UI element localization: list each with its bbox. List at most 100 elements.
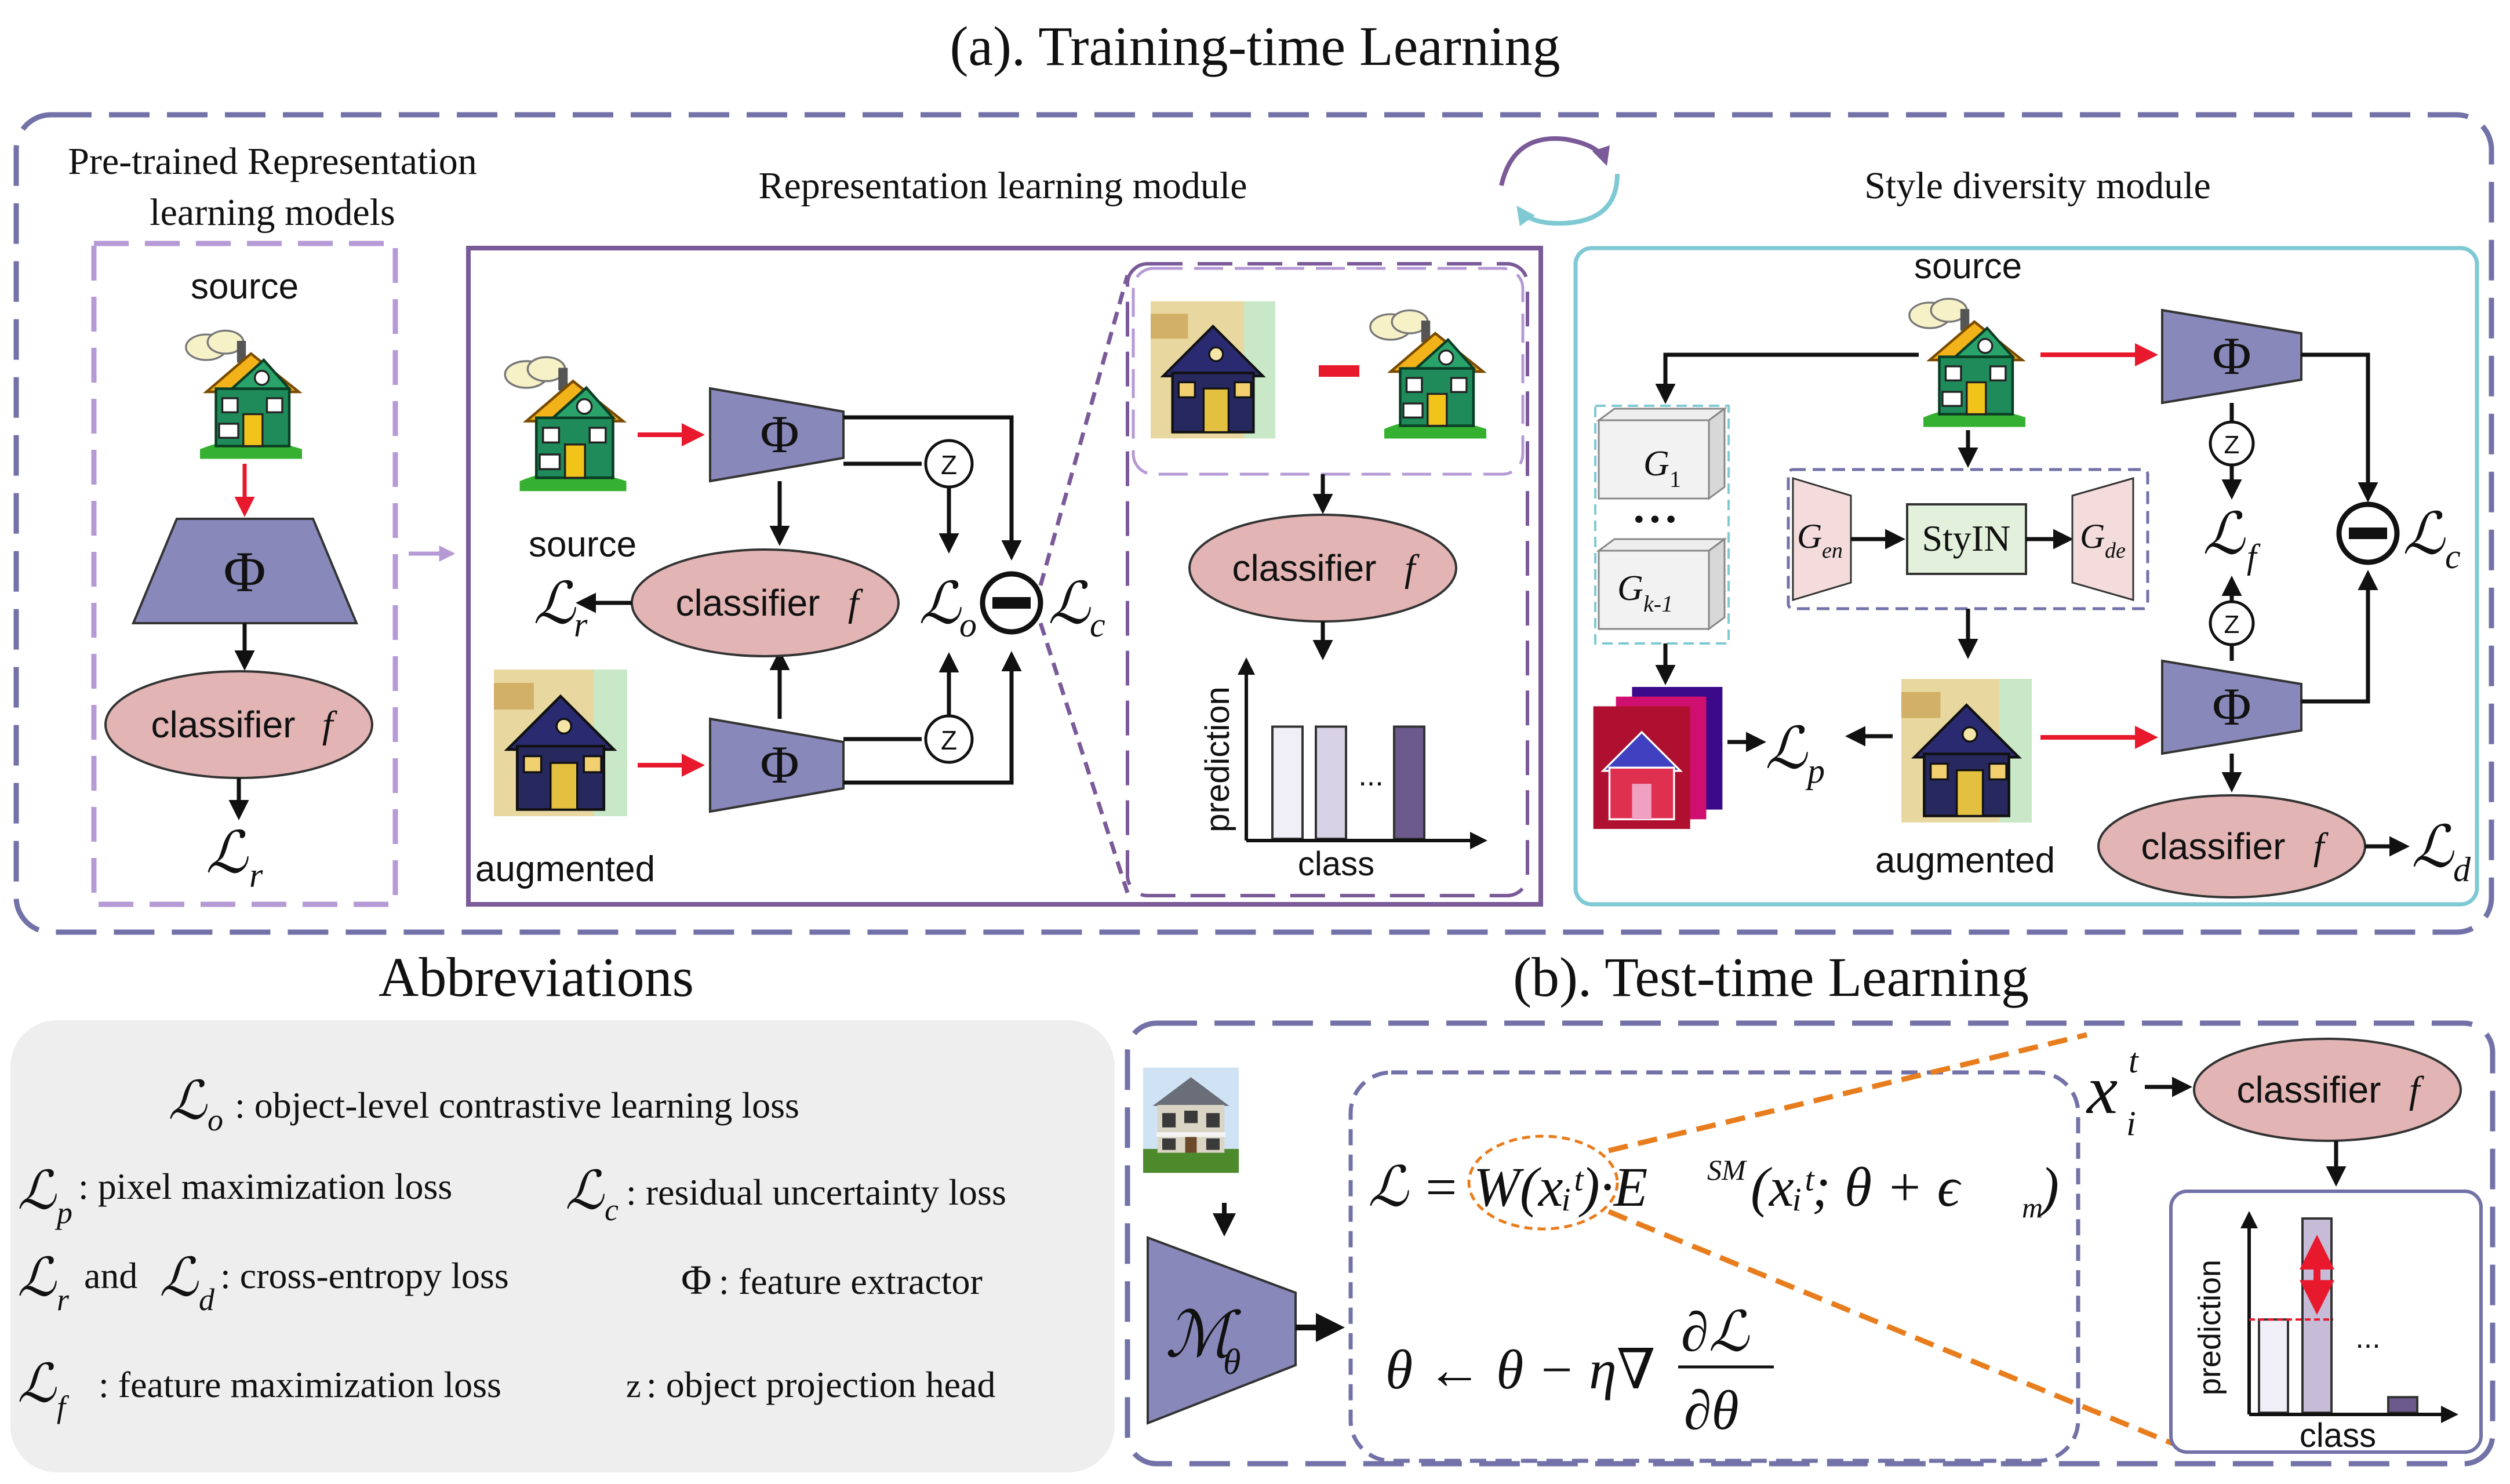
style-z-top-label: Z: [2224, 431, 2240, 459]
style-phi-bottom: [2161, 659, 2302, 755]
training-container: [13, 112, 2494, 935]
svg-text:G: G: [1617, 569, 1643, 608]
svg-text:ℒ: ℒ: [1765, 716, 1808, 781]
rep-line-bottom-to-minus: [843, 651, 1022, 785]
style-stack-image: [1592, 687, 1724, 829]
svg-text:1: 1: [1669, 466, 1681, 492]
svg-text:and: and: [84, 1255, 137, 1296]
rep-phi-bottom-label: Φ: [760, 735, 799, 794]
style-loss-c: ℒ c: [2403, 502, 2461, 576]
zoom-line-bottom: [1038, 622, 1130, 894]
svg-text:: pixel maximization loss: : pixel maximization loss: [78, 1166, 452, 1207]
style-augmented-image: [1901, 679, 2032, 823]
style-box: [1573, 246, 2479, 907]
style-phi-top-label: Φ: [2212, 326, 2251, 385]
svg-text:Φ: Φ: [681, 1257, 712, 1303]
svg-text:p: p: [54, 1195, 72, 1230]
test-chart-dots: ...: [2355, 1321, 2380, 1355]
train-chart-xlabel: class: [1298, 845, 1374, 883]
generator-gk: G k-1: [1596, 537, 1727, 631]
training-prediction-chart: prediction class ...: [1199, 657, 1487, 883]
style-phi-bottom-label: Φ: [2212, 677, 2251, 736]
test-chart-ylabel: prediction: [2192, 1260, 2227, 1395]
rep-phi-top-label: Φ: [760, 405, 799, 464]
rep-loss-c: ℒ c: [1048, 572, 1105, 644]
svg-text:i: i: [2126, 1104, 2136, 1143]
svg-text:z: z: [626, 1367, 641, 1405]
rep-loss-o: ℒ o: [919, 572, 977, 644]
svg-text:ℒ: ℒ: [1048, 572, 1091, 636]
style-heading: Style diversity module: [1864, 165, 2211, 207]
svg-text:: object-level contrastive lea: : object-level contrastive learning loss: [235, 1085, 799, 1126]
abbrev-lp: ℒ p : pixel maximization loss: [17, 1161, 452, 1230]
test-x-input: x t i: [2086, 1042, 2139, 1143]
svg-text:r: r: [249, 856, 263, 894]
representation-heading: Representation learning module: [758, 165, 1247, 207]
svg-text:ℒ: ℒ: [533, 572, 576, 636]
svg-text:o: o: [208, 1103, 223, 1137]
testtime-title: (b). Test-time Learning: [1513, 946, 2029, 1008]
svg-text:c: c: [1090, 606, 1105, 644]
styin-label: StyIN: [1922, 518, 2011, 559]
style-line-bottom-to-minus: [2301, 570, 2378, 704]
svg-text:m: m: [2022, 1191, 2043, 1224]
zoom-line-top: [1038, 275, 1130, 586]
svg-text:k-1: k-1: [1643, 591, 1673, 617]
train-chart-bar-3: [1393, 725, 1425, 840]
abbreviations-title: Abbreviations: [379, 946, 694, 1008]
svg-text:: feature maximization loss: : feature maximization loss: [99, 1364, 501, 1405]
train-chart-bar-1: [1271, 725, 1304, 840]
svg-text:ℒ: ℒ: [17, 1161, 57, 1220]
train-chart-dots: ...: [1358, 759, 1383, 792]
svg-text:∂θ: ∂θ: [1684, 1379, 1739, 1441]
zoom-classifier-label: classifier: [1232, 547, 1377, 589]
styin-block: [1906, 503, 2027, 575]
svg-text:ℒ: ℒ: [159, 1248, 199, 1307]
svg-text:: object projection head: : object projection head: [646, 1364, 995, 1405]
svg-text:f: f: [2247, 537, 2261, 576]
cycle-arrow-teal: [1516, 173, 1620, 227]
rep-line-top-to-minus: [843, 415, 1022, 561]
svg-text:ℒ: ℒ: [17, 1248, 57, 1307]
svg-text:de: de: [2105, 539, 2126, 563]
style-source-image: [1909, 299, 2025, 427]
pretrained-phi-extractor: [132, 518, 358, 624]
svg-text:ℒ: ℒ: [565, 1161, 605, 1220]
svg-text:ℒ: ℒ: [168, 1071, 208, 1130]
rep-loss-r: ℒ r: [533, 572, 588, 644]
svg-text:: feature extractor: : feature extractor: [719, 1261, 983, 1302]
pretrained-phi-label: Φ: [223, 540, 265, 604]
style-source-label: source: [1914, 246, 2022, 286]
decoder-gde: [2071, 477, 2134, 601]
cycle-arrow-purple: [1499, 136, 1610, 186]
zoom-minus: [1319, 365, 1359, 377]
test-equation-box: [1348, 1070, 2080, 1463]
test-equation-1: ℒ = W(xᵢᵗ)·E SM (xᵢᵗ; θ + ϵ m ): [1368, 1154, 2059, 1224]
testtime-container: [1125, 1020, 2496, 1467]
svg-text:ℒ: ℒ: [2403, 502, 2446, 566]
svg-text:ℒ: ℒ: [2203, 502, 2246, 566]
svg-text:ℒ: ℒ: [919, 572, 962, 636]
train-chart-ylabel: prediction: [1199, 686, 1236, 832]
style-line-top-to-minus: [2301, 352, 2378, 503]
abbrev-lo: ℒ o : object-level contrastive learning …: [168, 1071, 799, 1137]
source-house-image: [186, 330, 302, 459]
svg-text:ℳ: ℳ: [1165, 1300, 1242, 1370]
svg-text:∂ℒ: ∂ℒ: [1681, 1301, 1749, 1363]
abbrev-phi: Φ : feature extractor: [681, 1257, 983, 1303]
generator-g1: G 1: [1596, 407, 1727, 500]
style-loss-d: ℒ d: [2411, 815, 2471, 889]
svg-text:d: d: [199, 1282, 215, 1317]
abbrev-lrd: ℒ r and ℒ d : cross-entropy loss: [17, 1248, 509, 1317]
zoom-augmented-image: [1151, 301, 1275, 439]
svg-text:G: G: [1797, 517, 1822, 555]
pretrained-heading-1: Pre-trained Representation: [68, 140, 477, 183]
representation-source-image: [505, 357, 626, 491]
style-phi-top: [2161, 308, 2302, 405]
svg-text:r: r: [57, 1282, 70, 1317]
svg-text:p: p: [1805, 752, 1825, 790]
abbreviations-panel: [10, 1020, 1115, 1472]
svg-text:x: x: [2086, 1051, 2118, 1128]
pretrained-heading-2: learning models: [150, 191, 395, 234]
